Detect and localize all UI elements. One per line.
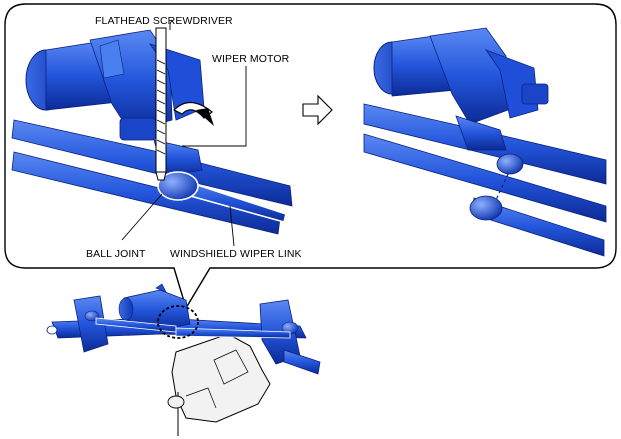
label-windshield-wiper-link: WINDSHIELD WIPER LINK [170,248,302,260]
leader-screwdriver [169,19,173,30]
flathead-screwdriver-icon [155,27,167,181]
leader-ball-joint [121,193,163,241]
lower-rail-right [363,133,607,223]
label-flathead-screwdriver: FLATHEAD SCREWDRIVER [95,15,233,27]
label-ball-joint: BALL JOINT [86,248,146,260]
right-arrow-icon [302,94,333,126]
detail-before-removal: FLATHEAD SCREWDRIVER WIPER MOTOR BALL JO… [11,15,302,260]
upper-rail-left [11,119,293,207]
wiper-motor-right [373,27,549,151]
wiper-motor-left [25,29,205,141]
ball-joint-right [469,195,503,221]
dashed-circle-icon [157,305,199,339]
ball-stud-right [496,153,524,175]
arrow-head-icon [196,108,214,126]
label-wiper-motor: WIPER MOTOR [212,53,290,65]
leader-wiper-motor [182,66,247,147]
left-pivot-bracket [73,295,109,353]
detail-after-removal [363,27,607,257]
ball-joint-left [157,171,199,201]
cowl-bracket [171,333,271,423]
wiper-assembly-overview [46,283,321,436]
separation-line [495,173,509,201]
leader-wiper-link [229,205,235,247]
